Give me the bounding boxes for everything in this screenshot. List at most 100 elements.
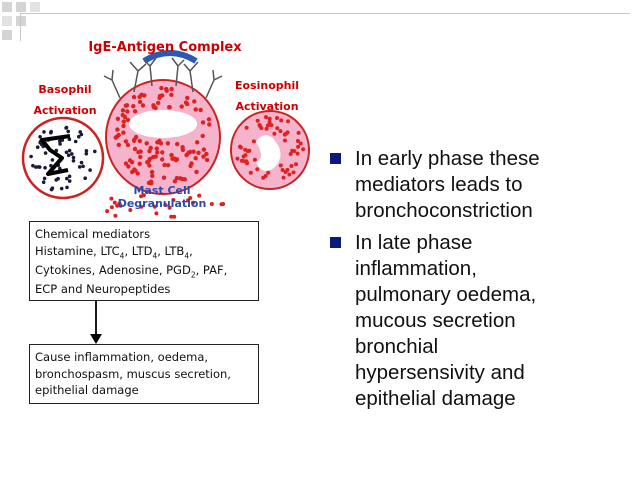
granule-dot bbox=[275, 126, 279, 130]
granule-dot bbox=[244, 153, 248, 157]
granule-dot bbox=[164, 87, 168, 91]
granule-dot bbox=[38, 165, 42, 169]
granule-dot bbox=[194, 170, 198, 174]
granule-dot bbox=[194, 156, 198, 160]
granule-dot bbox=[268, 117, 272, 121]
mediators-line-2: Cytokines, Adenosine, PGD2, PAF, bbox=[35, 262, 253, 281]
granule-dot bbox=[264, 174, 268, 178]
mediators-line-3: ECP and Neuropeptides bbox=[35, 281, 253, 298]
granule-dot bbox=[239, 146, 243, 150]
granule-dot bbox=[65, 177, 69, 181]
granule-dot bbox=[29, 155, 33, 159]
granule-dot bbox=[72, 159, 76, 163]
granule-dot bbox=[202, 147, 206, 151]
granule-dot bbox=[201, 154, 205, 158]
granule-dot bbox=[51, 158, 55, 162]
granule-dot bbox=[207, 122, 211, 126]
granule-dot bbox=[264, 115, 268, 119]
granule-dot bbox=[185, 102, 189, 106]
granule-dot bbox=[252, 139, 256, 143]
granule-dot bbox=[292, 170, 296, 174]
granule-dot bbox=[282, 176, 286, 180]
bullet-late-phase: In late phase inflammation, pulmonary oe… bbox=[330, 230, 630, 412]
granule-dot bbox=[145, 141, 149, 145]
granule-dot bbox=[38, 135, 42, 139]
granule-dot bbox=[272, 132, 276, 136]
granule-dot bbox=[189, 161, 193, 165]
eosinophil-label-line1: Eosinophil bbox=[222, 79, 312, 92]
granule-dot bbox=[201, 134, 205, 138]
granule-dot bbox=[121, 124, 125, 128]
granule-dot bbox=[167, 105, 171, 109]
granule-dot bbox=[286, 119, 290, 123]
granule-dot bbox=[265, 127, 269, 131]
granule-dot bbox=[126, 118, 130, 122]
granule-dot bbox=[43, 177, 47, 181]
bullet-text: In early phase these mediators leads to … bbox=[355, 146, 540, 224]
granule-dot bbox=[290, 149, 294, 153]
mediators-line-1: Histamine, LTC4, LTD4, LTB4, bbox=[35, 243, 253, 262]
granule-dot bbox=[235, 157, 239, 161]
granule-dot bbox=[121, 113, 125, 117]
granule-dot bbox=[88, 168, 92, 172]
granule-dot bbox=[205, 158, 209, 162]
granule-dot bbox=[162, 176, 166, 180]
granule-dot bbox=[279, 129, 283, 133]
granule-dot bbox=[154, 211, 158, 215]
granule-dot bbox=[137, 95, 141, 99]
granule-dot bbox=[43, 166, 47, 170]
granule-dot bbox=[160, 157, 164, 161]
granule-dot bbox=[125, 103, 129, 107]
granule-dot bbox=[85, 152, 89, 156]
granule-dot bbox=[78, 130, 82, 134]
eosinophil-label-line2: Activation bbox=[222, 100, 312, 113]
bullet-list: In early phase these mediators leads to … bbox=[330, 146, 630, 418]
granule-dot bbox=[180, 145, 184, 149]
granule-dot bbox=[169, 153, 173, 157]
granule-dot bbox=[221, 202, 225, 206]
mast-cell-nucleus bbox=[129, 110, 197, 138]
granule-dot bbox=[198, 108, 202, 112]
granule-dot bbox=[160, 150, 164, 154]
granule-dot bbox=[166, 141, 170, 145]
effects-line-3: epithelial damage bbox=[35, 382, 253, 399]
granule-dot bbox=[259, 126, 263, 130]
granule-dot bbox=[133, 109, 137, 113]
granule-dot bbox=[72, 156, 76, 160]
granule-dot bbox=[60, 187, 64, 191]
granule-dot bbox=[266, 123, 270, 127]
granule-dot bbox=[138, 162, 142, 166]
granule-dot bbox=[299, 142, 303, 146]
granule-dot bbox=[279, 164, 283, 168]
granule-dot bbox=[159, 86, 163, 90]
basophil-activation-label: Basophil Activation bbox=[20, 83, 110, 117]
granule-dot bbox=[105, 209, 109, 213]
granule-dot bbox=[283, 139, 287, 143]
granule-dot bbox=[133, 168, 137, 172]
granule-dot bbox=[175, 176, 179, 180]
granule-dot bbox=[207, 117, 211, 121]
basophil-label-line2: Activation bbox=[20, 104, 110, 117]
granule-dot bbox=[122, 119, 126, 123]
mast-cell-degranulation-label: Mast Cell Degranulation bbox=[112, 184, 212, 210]
eosinophil-activation-label: Eosinophil Activation bbox=[222, 79, 312, 113]
bullet-square-icon bbox=[330, 153, 341, 164]
mediators-title: Chemical mediators bbox=[35, 226, 253, 243]
granule-dot bbox=[50, 188, 54, 192]
granule-dot bbox=[194, 107, 198, 111]
chemical-mediators-box: Chemical mediators Histamine, LTC4, LTD4… bbox=[29, 221, 259, 301]
ige-antigen-complex-label: IgE-Antigen Complex bbox=[70, 40, 260, 56]
granule-dot bbox=[301, 147, 305, 151]
granule-dot bbox=[172, 156, 176, 160]
granule-dot bbox=[157, 139, 161, 143]
bullet-square-icon bbox=[330, 237, 341, 248]
granule-dot bbox=[151, 103, 155, 107]
granule-dot bbox=[162, 163, 166, 167]
granule-dot bbox=[68, 175, 72, 179]
granule-dot bbox=[266, 171, 270, 175]
granule-dot bbox=[117, 133, 121, 137]
granule-dot bbox=[201, 120, 205, 124]
mast-label-line2: Degranulation bbox=[112, 197, 212, 210]
granule-dot bbox=[196, 151, 200, 155]
granule-dot bbox=[240, 159, 244, 163]
